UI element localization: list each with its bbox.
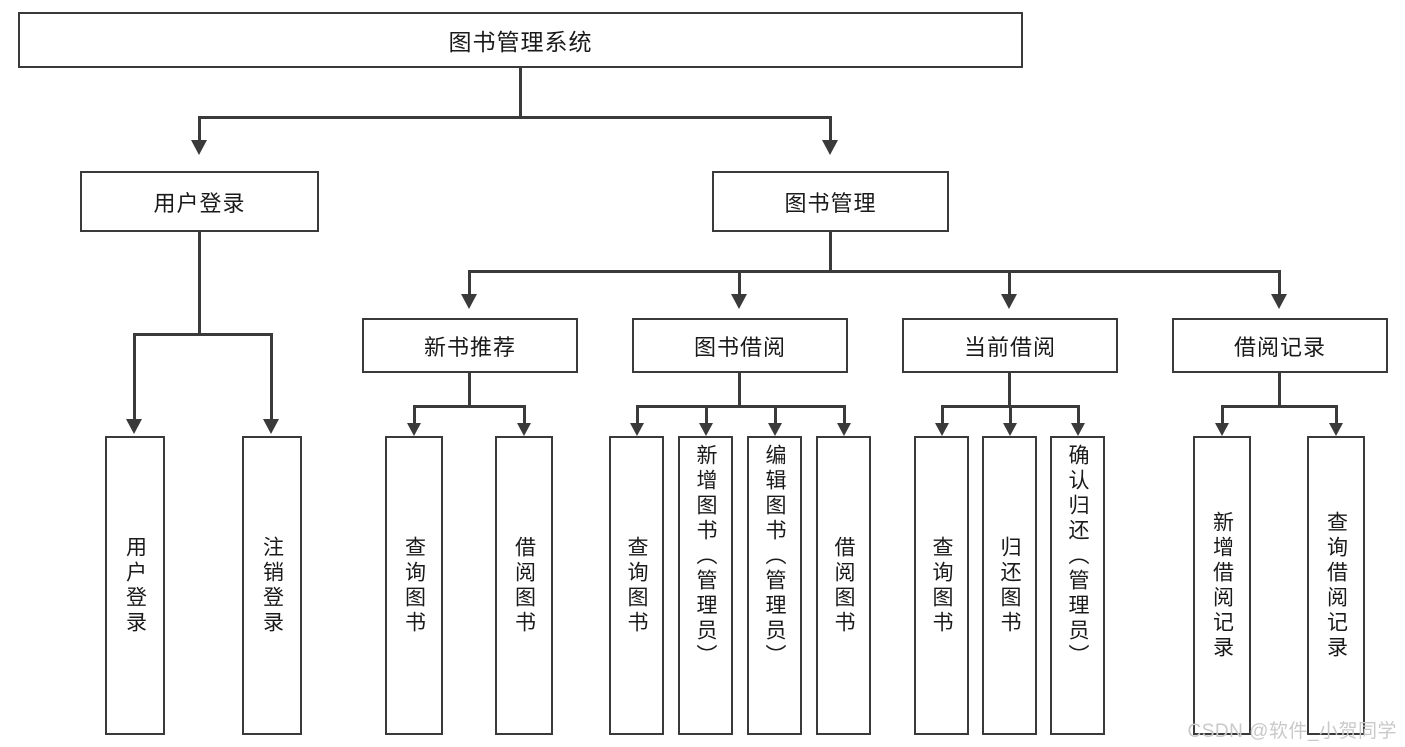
node-label: 编辑图书（管理员） — [763, 444, 786, 669]
leaf-confirm-return-admin[interactable]: 确认归还（管理员） — [1050, 436, 1105, 735]
connector-user-login-stem — [198, 232, 201, 335]
connector-current-borrow-stem — [1008, 373, 1011, 407]
arrowhead-leaf-edit-book — [768, 423, 782, 436]
arrowhead-leaf-add-record — [1215, 423, 1229, 436]
arrowhead-leaf-add-book — [699, 423, 713, 436]
node-label: 注销登录 — [260, 535, 284, 636]
node-book-management[interactable]: 图书管理 — [712, 171, 949, 232]
leaf-query-book-current[interactable]: 查询图书 — [914, 436, 969, 735]
connector-book-borrow-leaf-1 — [636, 405, 639, 425]
arrowhead-leaf-borrow-book-1 — [517, 423, 531, 436]
connector-new-book-leaf-1 — [413, 405, 416, 425]
arrowhead-borrow-record — [1271, 294, 1287, 309]
connector-borrow-record-leaf-1 — [1221, 405, 1224, 425]
connector-new-book-stem — [468, 373, 471, 407]
node-book-borrow[interactable]: 图书借阅 — [632, 318, 848, 373]
connector-borrow-record-bus — [1221, 405, 1337, 408]
arrowhead-new-book-recommend — [461, 294, 477, 309]
node-borrow-record[interactable]: 借阅记录 — [1172, 318, 1388, 373]
connector-root-stem — [519, 68, 522, 118]
node-label: 确认归还（管理员） — [1066, 444, 1089, 669]
connector-root-to-book-management — [829, 116, 832, 142]
connector-bm-to-current-borrow — [1008, 270, 1011, 296]
connector-book-management-bus — [468, 270, 1280, 273]
node-label: 查询图书 — [402, 535, 426, 636]
node-label: 图书管理 — [784, 190, 877, 216]
node-label: 新书推荐 — [423, 334, 516, 360]
connector-bm-to-book-borrow — [738, 270, 741, 296]
node-user-login[interactable]: 用户登录 — [80, 171, 319, 232]
connector-bm-to-borrow-record — [1278, 270, 1281, 296]
arrowhead-leaf-logout — [263, 419, 279, 434]
leaf-query-book-new[interactable]: 查询图书 — [385, 436, 443, 735]
leaf-add-borrow-record[interactable]: 新增借阅记录 — [1193, 436, 1251, 735]
node-label: 用户登录 — [153, 190, 246, 216]
leaf-user-login[interactable]: 用户登录 — [105, 436, 165, 735]
leaf-borrow-book-new[interactable]: 借阅图书 — [495, 436, 553, 735]
node-current-borrow[interactable]: 当前借阅 — [902, 318, 1118, 373]
arrowhead-book-borrow — [731, 294, 747, 309]
node-new-book-recommend[interactable]: 新书推荐 — [362, 318, 578, 373]
connector-current-borrow-leaf-2 — [1009, 405, 1012, 425]
node-label: 新增图书（管理员） — [694, 444, 717, 669]
connector-book-borrow-leaf-2 — [705, 405, 708, 425]
node-label: 查询图书 — [930, 535, 953, 636]
node-label: 当前借阅 — [963, 334, 1056, 360]
connector-borrow-record-leaf-2 — [1335, 405, 1338, 425]
connector-book-borrow-leaf-3 — [774, 405, 777, 425]
connector-bm-to-new-book — [468, 270, 471, 296]
connector-root-to-user-login — [198, 116, 201, 142]
node-label: 借阅记录 — [1233, 334, 1326, 360]
node-label: 借阅图书 — [512, 535, 536, 636]
connector-root-bus — [198, 116, 832, 119]
arrowhead-leaf-query-book-2 — [630, 423, 644, 436]
node-label: 图书借阅 — [693, 334, 786, 360]
connector-book-borrow-bus — [636, 405, 845, 408]
arrowhead-leaf-borrow-book-2 — [837, 423, 851, 436]
node-label: 归还图书 — [998, 535, 1021, 636]
arrowhead-book-management — [822, 140, 838, 155]
node-label: 查询图书 — [625, 535, 648, 636]
arrowhead-leaf-user-login — [126, 419, 142, 434]
node-label: 图书管理系统 — [448, 29, 593, 55]
leaf-query-borrow-record[interactable]: 查询借阅记录 — [1307, 436, 1365, 735]
connector-book-borrow-leaf-4 — [843, 405, 846, 425]
arrowhead-leaf-query-book-3 — [935, 423, 949, 436]
connector-user-login-leaf-1 — [133, 333, 136, 421]
node-label: 用户登录 — [123, 535, 147, 636]
arrowhead-leaf-query-book-1 — [407, 423, 421, 436]
connector-user-login-leaf-2 — [270, 333, 273, 421]
node-label: 借阅图书 — [832, 535, 855, 636]
arrowhead-user-login — [191, 140, 207, 155]
connector-current-borrow-leaf-3 — [1077, 405, 1080, 425]
connector-book-management-stem — [829, 232, 832, 272]
leaf-borrow-book-borrow[interactable]: 借阅图书 — [816, 436, 871, 735]
leaf-return-book[interactable]: 归还图书 — [982, 436, 1037, 735]
arrowhead-leaf-query-record — [1329, 423, 1343, 436]
connector-new-book-leaf-2 — [523, 405, 526, 425]
csdn-watermark: CSDN @软件_小贺同学 — [1187, 721, 1397, 742]
leaf-edit-book-admin[interactable]: 编辑图书（管理员） — [747, 436, 802, 735]
node-label: 新增借阅记录 — [1210, 510, 1234, 661]
arrowhead-current-borrow — [1001, 294, 1017, 309]
leaf-query-book-borrow[interactable]: 查询图书 — [609, 436, 664, 735]
leaf-logout[interactable]: 注销登录 — [242, 436, 302, 735]
connector-current-borrow-leaf-1 — [941, 405, 944, 425]
connector-new-book-bus — [413, 405, 525, 408]
connector-user-login-bus — [133, 333, 270, 336]
connector-borrow-record-stem — [1278, 373, 1281, 407]
arrowhead-leaf-confirm-return — [1071, 423, 1085, 436]
arrowhead-leaf-return-book — [1003, 423, 1017, 436]
leaf-add-book-admin[interactable]: 新增图书（管理员） — [678, 436, 733, 735]
node-label: 查询借阅记录 — [1324, 510, 1348, 661]
connector-book-borrow-stem — [738, 373, 741, 407]
node-book-management-system[interactable]: 图书管理系统 — [18, 12, 1023, 68]
